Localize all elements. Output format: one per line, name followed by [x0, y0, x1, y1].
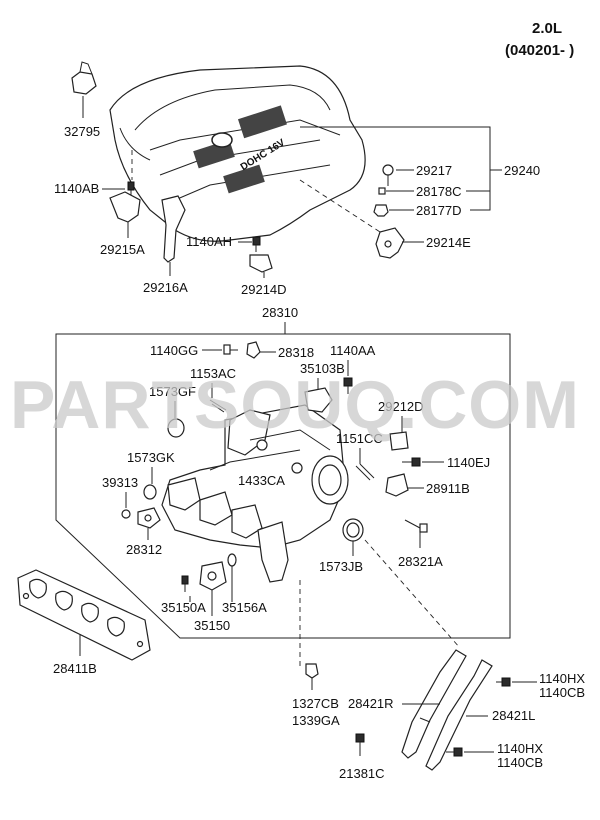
label-35156A: 35156A — [222, 600, 267, 615]
label-1573JB: 1573JB — [319, 559, 363, 574]
label-35103B: 35103B — [300, 361, 345, 376]
bolt-21381C — [355, 733, 365, 756]
sensor-39313 — [121, 509, 131, 519]
label-1573GF: 1573GF — [149, 384, 196, 399]
label-1140GG: 1140GG — [150, 343, 198, 358]
label-35150A: 35150A — [161, 600, 206, 615]
label-28310: 28310 — [262, 305, 298, 320]
stay-28421L — [425, 659, 493, 771]
oring-35156A — [227, 553, 237, 567]
label-1140AA: 1140AA — [330, 343, 376, 358]
stud-1153AC — [209, 399, 227, 413]
bolt-1140HX-upper — [496, 677, 511, 687]
cover-vent-1 — [237, 105, 287, 139]
label-32795: 32795 — [64, 124, 100, 139]
bolt-1140AH — [252, 236, 261, 252]
label-29240: 29240 — [504, 163, 540, 178]
label-28421L: 28421L — [492, 708, 535, 723]
bracket-29214D — [249, 254, 273, 273]
label-1140HX-lower: 1140HX — [497, 741, 543, 756]
label-29214D: 29214D — [241, 282, 287, 297]
label-1140CB-lower: 1140CB — [497, 755, 543, 770]
bracket-29216A — [161, 195, 186, 263]
manifold-gasket-28411B — [17, 569, 151, 661]
label-21381C: 21381C — [339, 766, 385, 781]
gasket-1573JB — [342, 518, 364, 542]
label-28911B: 28911B — [426, 481, 470, 496]
date-range-label: (040201- ) — [505, 42, 574, 59]
engine-cover: DOHC 16V — [109, 65, 366, 242]
label-1151CC: 1151CC — [336, 431, 383, 446]
label-28177D: 28177D — [416, 203, 462, 218]
label-1339GA: 1339GA — [292, 713, 340, 728]
bolt-1140GG — [223, 344, 238, 355]
bolt-28321A — [404, 519, 428, 533]
bracket-29212D — [389, 431, 409, 451]
bolt-1140AA — [343, 377, 353, 394]
label-28318: 28318 — [278, 345, 314, 360]
engine-label: 2.0L — [532, 20, 562, 37]
clip-28318 — [246, 341, 261, 359]
label-28321A: 28321A — [398, 554, 443, 569]
gasket-1573GF — [167, 418, 185, 438]
gasket-1573GK — [143, 484, 157, 500]
bracket-29215A — [109, 191, 141, 223]
label-1140EJ: 1140EJ — [447, 455, 490, 470]
bolt-35150A — [181, 575, 189, 592]
label-29216A: 29216A — [143, 280, 188, 295]
label-28411B: 28411B — [53, 661, 97, 676]
clip-32795 — [71, 61, 97, 95]
sensor-35150 — [199, 561, 227, 591]
part-28178C — [378, 187, 386, 195]
stud-1151CC — [355, 463, 375, 481]
label-1140CB-upper: 1140CB — [539, 685, 585, 700]
cover-vent-3 — [223, 164, 265, 194]
label-39313: 39313 — [102, 475, 138, 490]
label-1433CA: 1433CA — [238, 473, 285, 488]
bracket-28911B — [385, 473, 409, 497]
label-28312: 28312 — [126, 542, 162, 557]
valve-28312 — [137, 507, 161, 529]
hyundai-logo — [211, 132, 233, 148]
watermark: PARTSOUQ.COM — [10, 367, 580, 443]
label-28421R: 28421R — [348, 696, 394, 711]
label-1140AB: 1140AB — [54, 181, 99, 196]
screw-29217 — [382, 164, 394, 186]
intake-manifold — [161, 404, 349, 583]
label-29217: 29217 — [416, 163, 452, 178]
nut-28177D — [373, 204, 389, 217]
bracket-29214E — [375, 227, 405, 259]
label-28178C: 28178C — [416, 184, 462, 199]
bolt-1140HX-lower — [446, 747, 463, 757]
label-1140HX-upper: 1140HX — [539, 671, 585, 686]
label-29215A: 29215A — [100, 242, 145, 257]
sensor-35103B — [304, 387, 333, 413]
label-1573GK: 1573GK — [127, 450, 175, 465]
label-29214E: 29214E — [426, 235, 471, 250]
assembly-frame-28310 — [55, 333, 511, 639]
label-1153AC: 1153AC — [190, 366, 236, 381]
label-29212D: 29212D — [378, 399, 424, 414]
nut-1327CB — [305, 663, 319, 679]
label-35150: 35150 — [194, 618, 230, 633]
label-1140AH: 1140AH — [186, 234, 232, 249]
label-1327CB: 1327CB — [292, 696, 339, 711]
bolt-1140EJ — [402, 457, 421, 467]
